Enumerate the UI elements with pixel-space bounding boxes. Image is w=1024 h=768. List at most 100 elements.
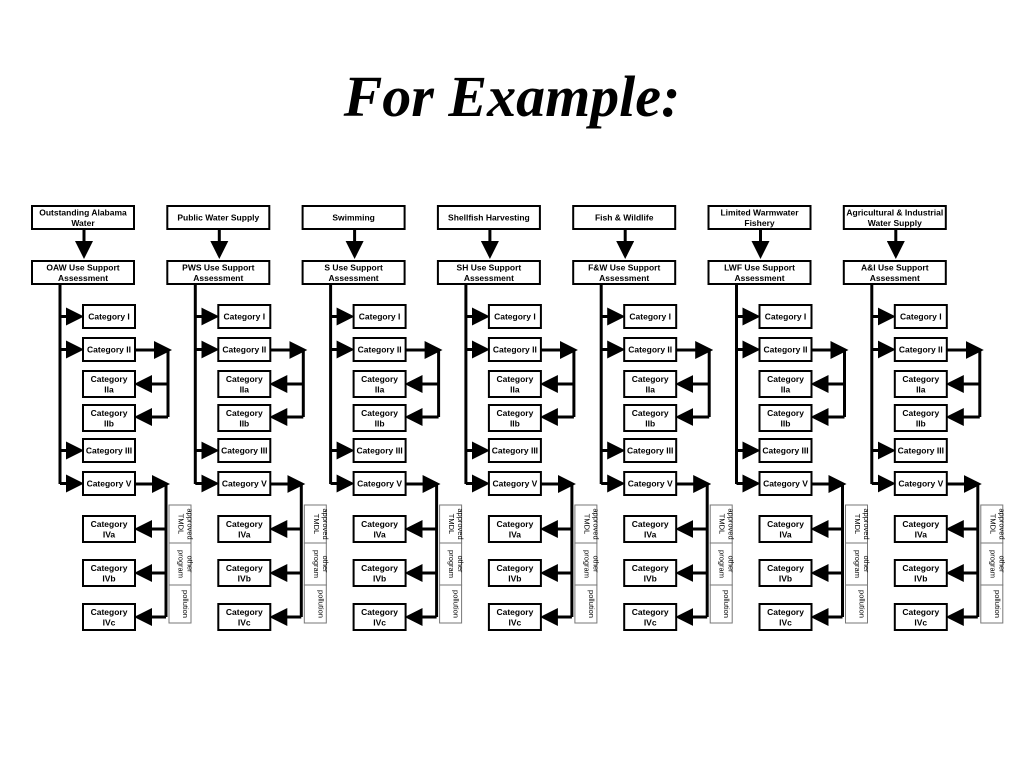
reason-pollution: pollution bbox=[845, 584, 868, 624]
category-ivb-label: IVb bbox=[102, 573, 115, 583]
category-ivc-box bbox=[82, 603, 136, 631]
category-v: Category V bbox=[352, 471, 407, 496]
reason-approved-tmdl-label: TMDL bbox=[177, 514, 186, 534]
category-iva-box bbox=[487, 515, 542, 543]
assessment-box-label: OAW Use Support bbox=[46, 262, 119, 272]
category-iva-box bbox=[352, 515, 407, 543]
category-ivb-label: IVb bbox=[779, 573, 792, 583]
category-iia-label: Category bbox=[361, 374, 398, 384]
use-box-label: Outstanding Alabama bbox=[39, 207, 127, 217]
use-box: Fish & Wildlife bbox=[572, 205, 677, 230]
reason-approved-tmdl-label: approved bbox=[862, 508, 871, 539]
category-iib-label: Category bbox=[767, 408, 804, 418]
category-v: Category V bbox=[758, 471, 813, 496]
category-iva-box bbox=[758, 515, 813, 543]
reason-pollution-label: pollution bbox=[181, 590, 190, 618]
category-v: Category V bbox=[82, 471, 136, 496]
reason-other-program-label: program bbox=[177, 550, 186, 578]
category-iib-label: Category bbox=[361, 408, 398, 418]
category-ivc-box bbox=[893, 603, 948, 631]
category-ii-label: Category II bbox=[87, 345, 131, 355]
category-iib-label: IIb bbox=[916, 418, 926, 428]
reason-other-program-label: other bbox=[997, 555, 1006, 573]
assessment-box-label: Assessment bbox=[464, 273, 514, 283]
category-iii-label: Category III bbox=[356, 446, 402, 456]
reason-pollution: pollution bbox=[439, 584, 463, 624]
reason-pollution-label: pollution bbox=[587, 590, 596, 618]
category-ii: Category II bbox=[352, 337, 407, 362]
use-box: Public Water Supply bbox=[166, 205, 271, 230]
category-iia-label: Category bbox=[902, 374, 939, 384]
reason-other-program-label: other bbox=[186, 555, 195, 573]
category-iva-label: IVa bbox=[373, 529, 386, 539]
category-ii-label: Category II bbox=[493, 345, 537, 355]
category-ivb-label: Category bbox=[632, 563, 669, 573]
category-ivb-box bbox=[758, 559, 813, 587]
reason-pollution-box bbox=[439, 584, 463, 624]
category-iia-label: IIa bbox=[781, 384, 791, 394]
category-ivb-label: IVb bbox=[373, 573, 386, 583]
category-iii-label: Category III bbox=[492, 446, 538, 456]
assessment-box-box bbox=[572, 260, 677, 285]
category-ii-label: Category II bbox=[358, 345, 402, 355]
reason-pollution-label: pollution bbox=[722, 590, 731, 618]
category-i-label: Category I bbox=[629, 312, 671, 322]
reason-pollution: pollution bbox=[168, 584, 192, 624]
category-iva-label: Category bbox=[767, 519, 804, 529]
category-ii-label: Category II bbox=[764, 345, 808, 355]
category-v: Category V bbox=[893, 471, 948, 496]
column-4: Shellfish Harvesting SH Use SupportAssess… bbox=[436, 205, 600, 631]
reason-pollution-box bbox=[303, 584, 327, 624]
category-iia-label: Category bbox=[767, 374, 804, 384]
category-iii: Category III bbox=[623, 438, 678, 463]
reason-approved-tmdl-label: approved bbox=[186, 508, 195, 539]
category-iib-label: Category bbox=[91, 408, 128, 418]
reason-other-program-label: program bbox=[988, 550, 997, 578]
reason-approved-tmdl-label: TMDL bbox=[988, 514, 997, 534]
page-title: For Example: bbox=[343, 64, 681, 129]
reason-other-program-label: program bbox=[718, 550, 727, 578]
category-iib-label: Category bbox=[496, 408, 533, 418]
reason-pollution-label: pollution bbox=[993, 590, 1002, 618]
category-ivb-box bbox=[352, 559, 407, 587]
category-ivb-label: IVb bbox=[238, 573, 251, 583]
reason-approved-tmdl-label: approved bbox=[997, 508, 1006, 539]
reason-pollution-label: pollution bbox=[316, 590, 325, 618]
category-ivb-label: Category bbox=[91, 563, 128, 573]
category-i-label: Category I bbox=[224, 312, 266, 322]
category-iva-label: IVa bbox=[238, 529, 251, 539]
use-box-label: Shellfish Harvesting bbox=[448, 213, 530, 223]
category-ivc-label: IVc bbox=[373, 617, 386, 627]
assessment-box-box bbox=[436, 260, 541, 285]
category-iib-label: Category bbox=[902, 408, 939, 418]
assessment-box-label: F&W Use Support bbox=[588, 262, 660, 272]
reason-other-program-label: program bbox=[853, 550, 862, 578]
category-ivc-box bbox=[623, 603, 678, 631]
category-v-label: Category V bbox=[898, 479, 943, 489]
